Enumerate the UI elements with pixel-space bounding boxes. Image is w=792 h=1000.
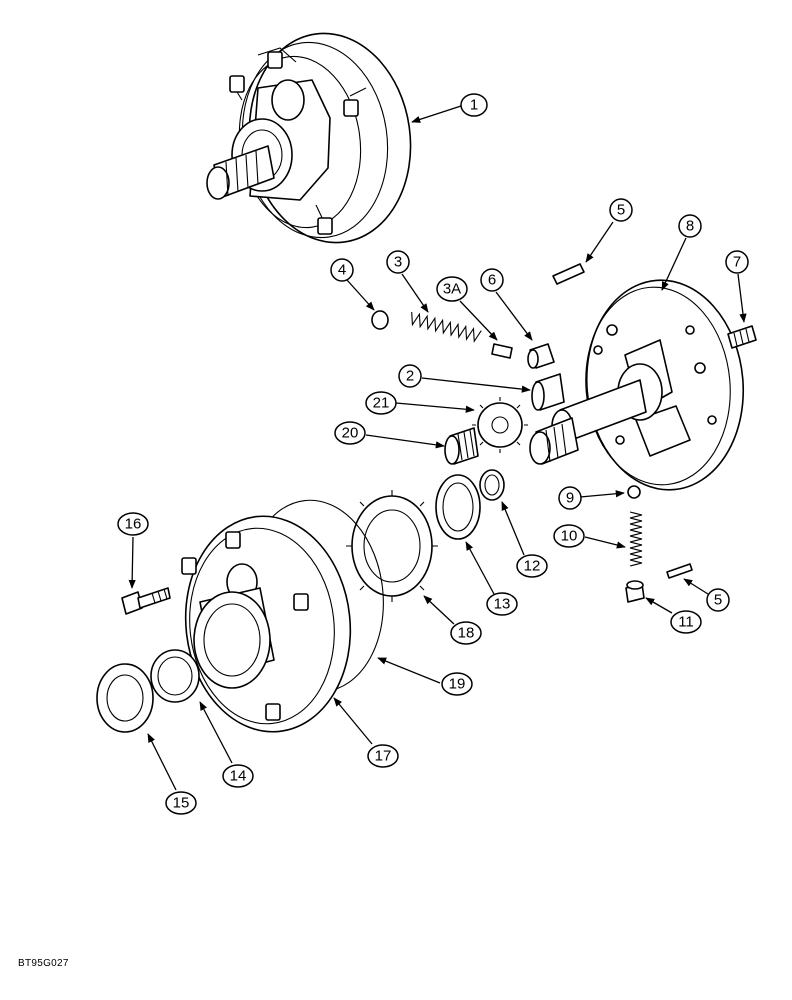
bushing-part-12 (479, 469, 505, 501)
callout-14[interactable]: 14 (199, 701, 254, 788)
pump-housing-part-17 (181, 515, 352, 733)
callout-label: 16 (125, 516, 142, 533)
callout-16[interactable]: 16 (117, 512, 149, 589)
callout-5-lower[interactable]: 5 (683, 578, 730, 612)
plug-part-7 (727, 325, 757, 349)
callout-label: 7 (733, 254, 741, 271)
callout-18[interactable]: 18 (423, 595, 482, 645)
callout-21[interactable]: 21 (365, 391, 475, 415)
callout-11[interactable]: 11 (645, 597, 702, 634)
callout-label: 8 (686, 218, 694, 235)
pin-part-3a (491, 343, 513, 359)
gear-part-21 (472, 397, 528, 453)
callout-label: 17 (375, 748, 392, 765)
callout-label: 15 (173, 795, 190, 812)
callout-17[interactable]: 17 (333, 697, 399, 768)
callout-20[interactable]: 20 (334, 421, 445, 449)
callout-2[interactable]: 2 (398, 364, 531, 393)
callout-label: 2 (406, 368, 414, 385)
callout-1[interactable]: 1 (411, 93, 488, 123)
valve-part-6 (527, 343, 555, 369)
callout-8[interactable]: 8 (661, 214, 702, 291)
bearing-part-20 (444, 427, 479, 465)
callout-15[interactable]: 15 (147, 733, 197, 815)
bushing-part-2 (531, 373, 565, 411)
spring-part-3 (411, 312, 482, 343)
callout-label: 19 (449, 676, 466, 693)
ring-part-13 (435, 474, 481, 540)
callout-5-upper[interactable]: 5 (585, 198, 633, 263)
seal-part-15 (96, 663, 154, 733)
callout-label: 6 (488, 272, 496, 289)
callout-9[interactable]: 9 (558, 486, 625, 510)
pump-assembly-part-1 (206, 32, 412, 244)
pin-part-5-upper (552, 263, 585, 285)
callout-19[interactable]: 19 (377, 657, 473, 696)
callout-label: 14 (230, 768, 247, 785)
callout-label: 3 (394, 254, 402, 271)
plug-part-11 (625, 580, 645, 603)
callout-7[interactable]: 7 (725, 250, 749, 323)
callout-label: 3A (443, 281, 461, 298)
callout-13[interactable]: 13 (465, 541, 518, 616)
callout-12[interactable]: 12 (501, 501, 548, 578)
callout-label: 12 (524, 558, 541, 575)
spring-part-10 (629, 511, 643, 567)
callout-label: 4 (338, 262, 346, 279)
callout-label: 18 (458, 625, 475, 642)
callout-label: 9 (566, 490, 574, 507)
callout-label: 1 (470, 97, 478, 114)
drawing-id-label: BT95G027 (18, 958, 69, 969)
callout-label: 13 (494, 596, 511, 613)
callout-label: 5 (714, 592, 722, 609)
callout-10[interactable]: 10 (553, 524, 626, 549)
callout-label: 21 (373, 395, 390, 412)
bolt-part-16 (121, 587, 171, 615)
pin-part-5-lower (666, 563, 693, 579)
disc-part-4 (371, 310, 389, 330)
callout-label: 10 (561, 528, 578, 545)
callout-label: 5 (617, 202, 625, 219)
callout-3a[interactable]: 3A (436, 276, 498, 341)
callout-6[interactable]: 6 (480, 268, 533, 341)
pump-body-part-8 (529, 279, 745, 491)
callout-label: 20 (342, 425, 359, 442)
ring-gear-part-18 (346, 490, 438, 602)
callout-3[interactable]: 3 (386, 250, 429, 313)
callout-label: 11 (678, 614, 694, 631)
callout-4[interactable]: 4 (330, 258, 375, 311)
ball-part-9 (627, 485, 641, 499)
ring-part-14 (150, 649, 200, 703)
